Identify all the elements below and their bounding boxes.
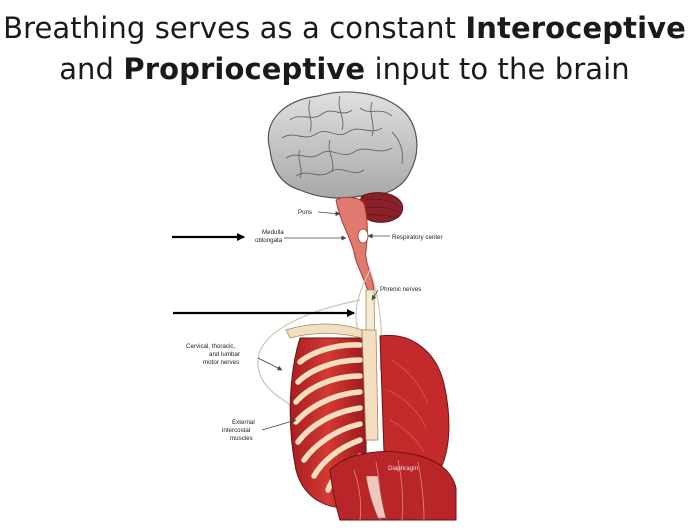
- external-label-line1: External: [232, 419, 255, 426]
- aorta-illustration: [365, 475, 387, 519]
- external-label-line3: muscles: [230, 435, 253, 442]
- lung-illustration: [379, 334, 450, 471]
- respiratory-center-label: Respiratory center: [392, 234, 443, 241]
- respiratory-center-marker: [357, 228, 369, 244]
- title-line-2: and Proprioceptive input to the brain: [0, 49, 689, 90]
- title-line-2-suffix: input to the brain: [365, 52, 630, 86]
- pons-label: Pons: [298, 209, 312, 216]
- clavicle-illustration: [285, 323, 363, 339]
- title-proprioceptive-bold: Proprioceptive: [123, 52, 366, 86]
- cervical-label-line3: motor nerves: [203, 359, 239, 366]
- title-line-1: Breathing serves as a constant Interocep…: [0, 8, 689, 49]
- label-leaders: [257, 211, 390, 431]
- cervical-label-line2: and lumbar: [209, 351, 240, 358]
- external-label-line2: intercostal: [222, 427, 250, 434]
- title-line-1-text: Breathing serves as a constant: [3, 11, 466, 45]
- slide-title: Breathing serves as a constant Interocep…: [0, 8, 689, 90]
- phrenic-nerves-label: Phrenic nerves: [380, 286, 421, 293]
- cervical-label-line1: Cervical, thoracic,: [186, 343, 235, 350]
- title-interoceptive-bold: Interoceptive: [465, 11, 686, 45]
- diaphragm-label: Diaphragm: [388, 465, 418, 472]
- brain-illustration: [267, 91, 418, 199]
- title-line-2-prefix: and: [59, 52, 124, 86]
- medulla-label-line1: Medulla: [262, 229, 284, 236]
- sternum-illustration: [361, 329, 379, 441]
- cerebellum-folds: [363, 198, 401, 219]
- diaphragm-illustration: [329, 451, 457, 521]
- medulla-label-line2: oblongata: [255, 237, 283, 244]
- lung-texture: [387, 359, 429, 453]
